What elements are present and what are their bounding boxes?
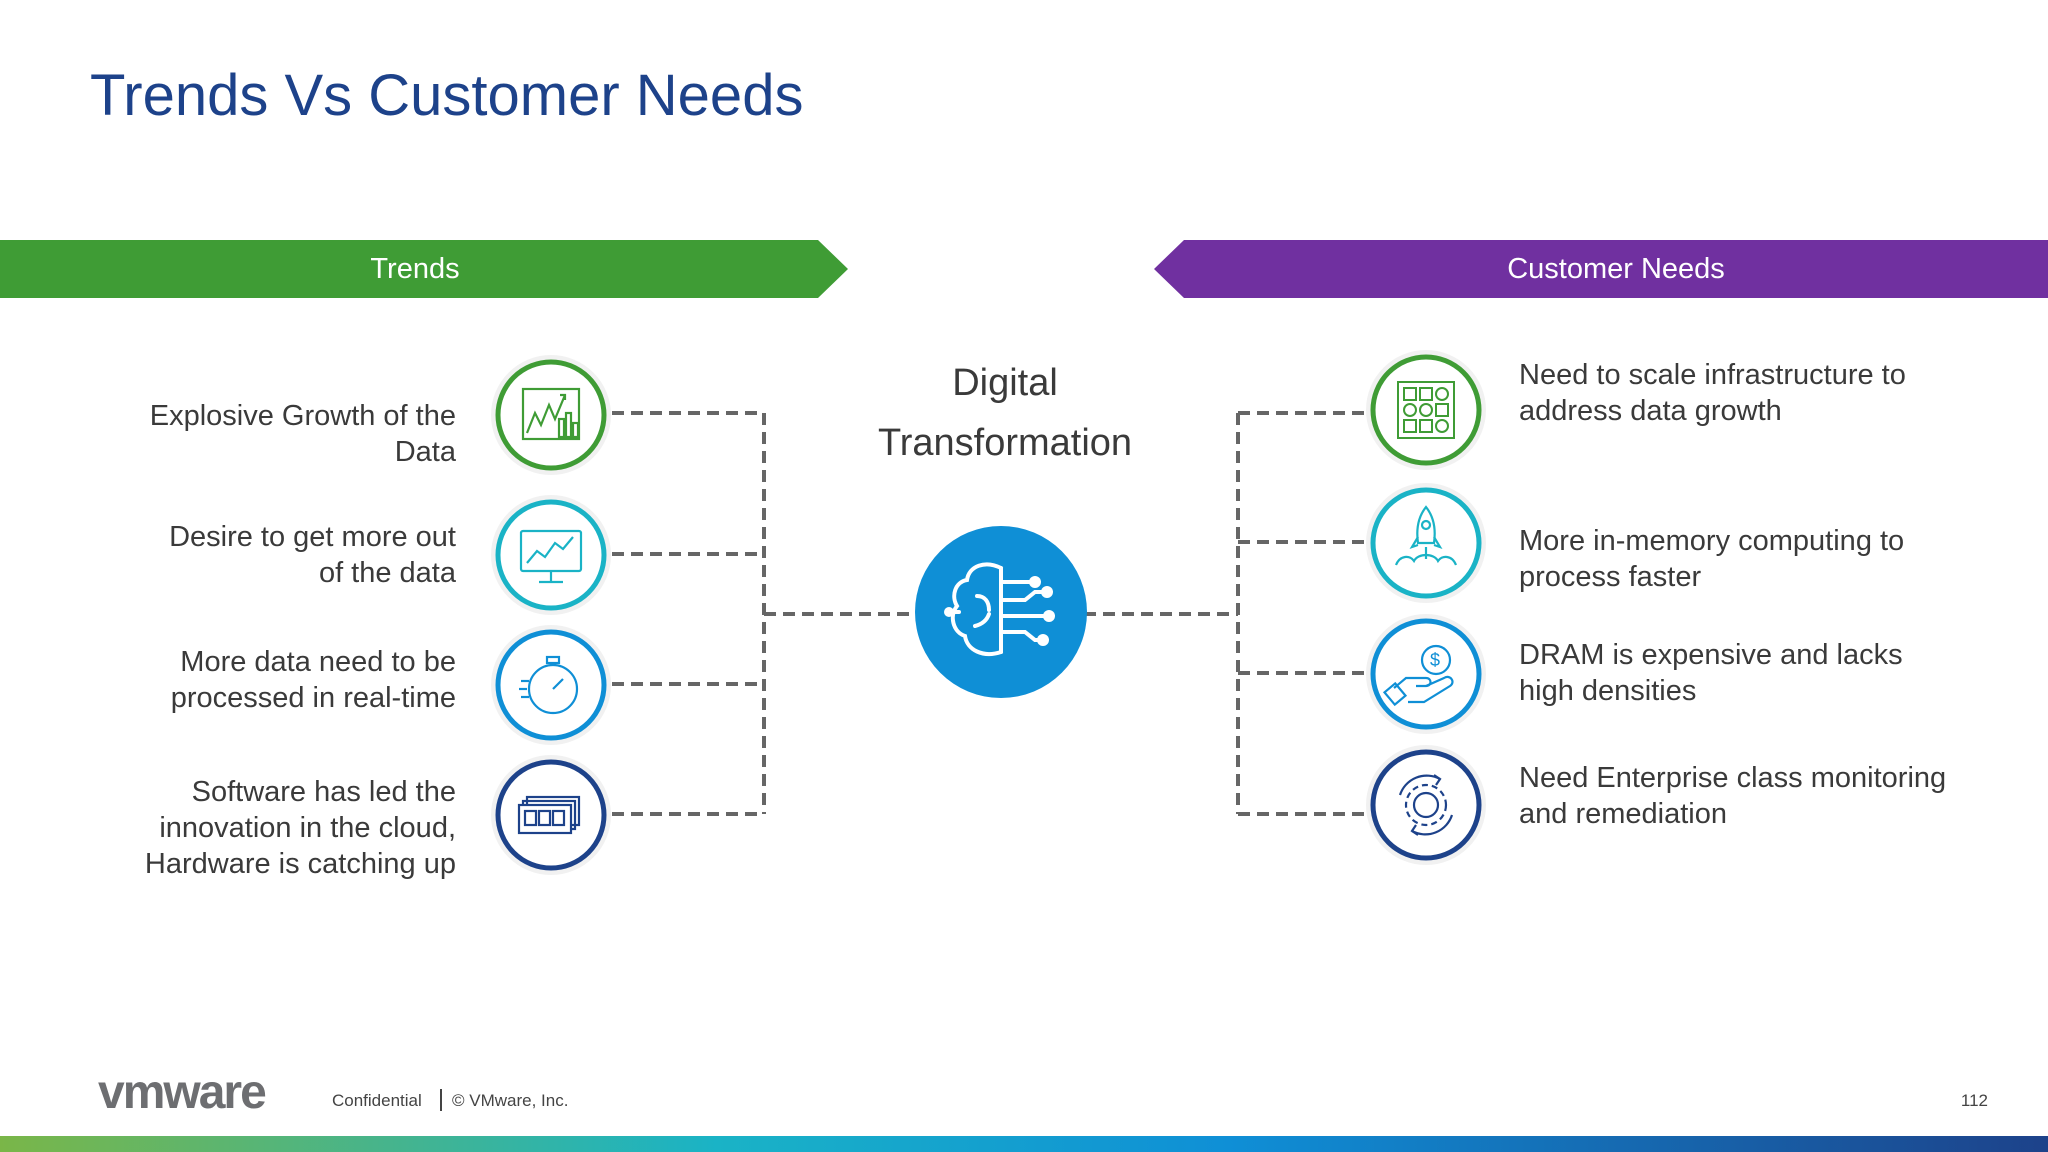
footer-confidential: Confidential (332, 1091, 422, 1110)
center-title: Digital Transformation (840, 353, 1170, 473)
trend-line: Hardware is catching up (144, 848, 456, 880)
gear-cycle-icon (1364, 743, 1488, 867)
needs-banner-arrow (1154, 240, 2048, 298)
need-line: Need to scale infrastructure to (1519, 359, 1906, 391)
growth-chart-icon (489, 353, 613, 477)
need-line: process faster (1519, 561, 1702, 593)
rocket-icon (1364, 481, 1488, 605)
page-title: Trends Vs Customer Needs (90, 63, 804, 128)
trends-banner-arrow (0, 240, 848, 298)
needs-banner-label: Customer Needs (1507, 253, 1725, 285)
trends-banner: Trends (0, 240, 848, 298)
need-line: Need Enterprise class monitoring (1519, 762, 1947, 794)
trend-item-3: More data need to be processed in real-t… (56, 644, 456, 716)
page-number: 112 (1960, 1091, 1988, 1110)
need-line: high densities (1519, 675, 1697, 707)
monitor-chart-icon (489, 493, 613, 617)
footer-copyright: © VMware, Inc. (452, 1091, 569, 1110)
trend-line: of the data (318, 557, 456, 589)
need-item-2: More in-memory computing to process fast… (1519, 523, 1989, 595)
center-title-line: Digital (952, 362, 1058, 404)
need-item-3: DRAM is expensive and lacks high densiti… (1519, 637, 1989, 709)
grid-blocks-icon (1364, 348, 1488, 472)
need-item-1: Need to scale infrastructure to address … (1519, 357, 1989, 429)
trend-line: Software has led the (191, 776, 456, 808)
trend-line: Desire to get more out (169, 521, 456, 553)
trend-line: Explosive Growth of the (149, 400, 456, 432)
trend-item-1: Explosive Growth of the Data (56, 398, 456, 470)
bottom-gradient-bar (0, 1136, 2048, 1152)
trend-line: innovation in the cloud, (159, 812, 456, 844)
trend-line: Data (394, 436, 456, 468)
trend-item-2: Desire to get more out of the data (56, 519, 456, 591)
trend-line: processed in real-time (170, 682, 456, 714)
need-line: and remediation (1519, 798, 1727, 830)
need-item-4: Need Enterprise class monitoring and rem… (1519, 760, 1989, 832)
stopwatch-icon (489, 623, 613, 747)
hand-coin-icon: $ (1364, 612, 1488, 736)
need-line: address data growth (1519, 395, 1782, 427)
need-line: DRAM is expensive and lacks (1519, 639, 1903, 671)
memory-module-icon (489, 753, 613, 877)
center-title-line: Transformation (877, 422, 1133, 464)
brain-circuit-icon (915, 526, 1087, 698)
needs-banner: Customer Needs (1154, 240, 2048, 298)
trends-banner-label: Trends (370, 253, 460, 285)
need-line: More in-memory computing to (1519, 525, 1905, 557)
trend-item-4: Software has led the innovation in the c… (56, 774, 456, 882)
trend-line: More data need to be (180, 646, 456, 678)
footer-separator (440, 1089, 442, 1111)
vmware-logo: vmware (98, 1066, 267, 1119)
svg-text:$: $ (1430, 650, 1440, 670)
